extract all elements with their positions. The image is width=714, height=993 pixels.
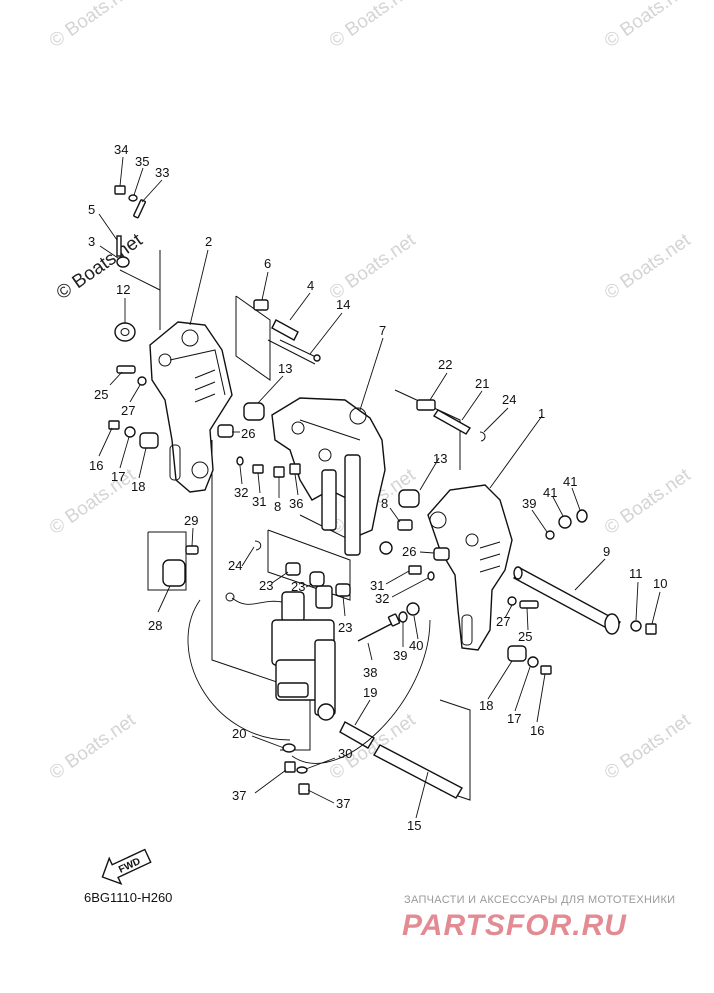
fwd-arrow: FWD <box>101 848 152 885</box>
callout-14: 14 <box>336 297 350 312</box>
leader-lines <box>98 156 661 819</box>
callout-32: 32 <box>234 485 248 500</box>
callout-23: 23 <box>259 578 273 593</box>
callout-31: 31 <box>370 578 384 593</box>
callout-27: 27 <box>496 614 510 629</box>
part-9-through-tube <box>513 566 621 635</box>
callout-37: 37 <box>336 796 350 811</box>
callout-4: 4 <box>307 278 314 293</box>
callout-8: 8 <box>274 499 281 514</box>
part-1-clamp-bracket-right <box>427 484 513 651</box>
callout-38: 38 <box>363 665 377 680</box>
callout-8: 8 <box>381 496 388 511</box>
watermark: © Boats.net <box>601 464 695 539</box>
callout-16: 16 <box>530 723 544 738</box>
callout-40: 40 <box>409 638 423 653</box>
callout-26: 26 <box>402 544 416 559</box>
callout-19: 19 <box>363 685 377 700</box>
callout-25: 25 <box>94 387 108 402</box>
callout-35: 35 <box>135 154 149 169</box>
callout-3: 3 <box>88 234 95 249</box>
diagram-code: 6BG1110-H260 <box>84 890 172 905</box>
callout-13: 13 <box>433 451 447 466</box>
callout-21: 21 <box>475 376 489 391</box>
callout-30: 30 <box>338 746 352 761</box>
callout-34: 34 <box>114 142 128 157</box>
watermark: © Boats.net <box>601 0 695 52</box>
watermark: © Boats.net <box>601 229 695 304</box>
ad-tagline: ЗАПЧАСТИ И АКСЕССУАРЫ ДЛЯ МОТОТЕХНИКИ <box>404 894 675 906</box>
callout-37: 37 <box>232 788 246 803</box>
callout-17: 17 <box>111 469 125 484</box>
watermark: © Boats.net <box>326 0 420 52</box>
callout-16: 16 <box>89 458 103 473</box>
callout-6: 6 <box>264 256 271 271</box>
callout-32: 32 <box>375 591 389 606</box>
fwd-label: FWD <box>117 856 142 876</box>
callout-10: 10 <box>653 576 667 591</box>
watermark: © Boats.net <box>46 464 140 539</box>
callouts: 34 35 33 5 3 2 12 6 4 14 7 22 21 24 25 2… <box>88 142 667 833</box>
callout-41: 41 <box>543 485 557 500</box>
callout-18: 18 <box>131 479 145 494</box>
ad-brand-logo: PARTSFOR.RU <box>402 909 627 942</box>
tilt-cylinder-assembly <box>225 585 336 721</box>
small-parts <box>108 185 657 799</box>
callout-41: 41 <box>563 474 577 489</box>
callout-7: 7 <box>379 323 386 338</box>
callout-20: 20 <box>232 726 246 741</box>
callout-12: 12 <box>116 282 130 297</box>
part-7-swivel-bracket <box>271 397 393 556</box>
callout-29: 29 <box>184 513 198 528</box>
watermark: © Boats.net <box>326 229 420 304</box>
callout-39: 39 <box>393 648 407 663</box>
callout-27: 27 <box>121 403 135 418</box>
callout-22: 22 <box>438 357 452 372</box>
callout-13: 13 <box>278 361 292 376</box>
callout-5: 5 <box>88 202 95 217</box>
callout-15: 15 <box>407 818 421 833</box>
callout-23: 23 <box>291 579 305 594</box>
watermark: © Boats.net <box>46 709 140 784</box>
callout-25: 25 <box>518 629 532 644</box>
part-2-clamp-bracket-left <box>149 321 233 493</box>
callout-31: 31 <box>252 494 266 509</box>
watermark: © Boats.net <box>601 709 695 784</box>
callout-33: 33 <box>155 165 169 180</box>
callout-9: 9 <box>603 544 610 559</box>
callout-2: 2 <box>205 234 212 249</box>
callout-36: 36 <box>289 496 303 511</box>
callout-24: 24 <box>228 558 242 573</box>
watermark: © Boats.net <box>53 229 147 304</box>
callout-24: 24 <box>502 392 516 407</box>
callout-1: 1 <box>538 406 545 421</box>
callout-39: 39 <box>522 496 536 511</box>
watermark: © Boats.net <box>46 0 140 52</box>
callout-17: 17 <box>507 711 521 726</box>
callout-28: 28 <box>148 618 162 633</box>
callout-23: 23 <box>338 620 352 635</box>
callout-26: 26 <box>241 426 255 441</box>
callout-11: 11 <box>629 566 643 581</box>
callout-18: 18 <box>479 698 493 713</box>
